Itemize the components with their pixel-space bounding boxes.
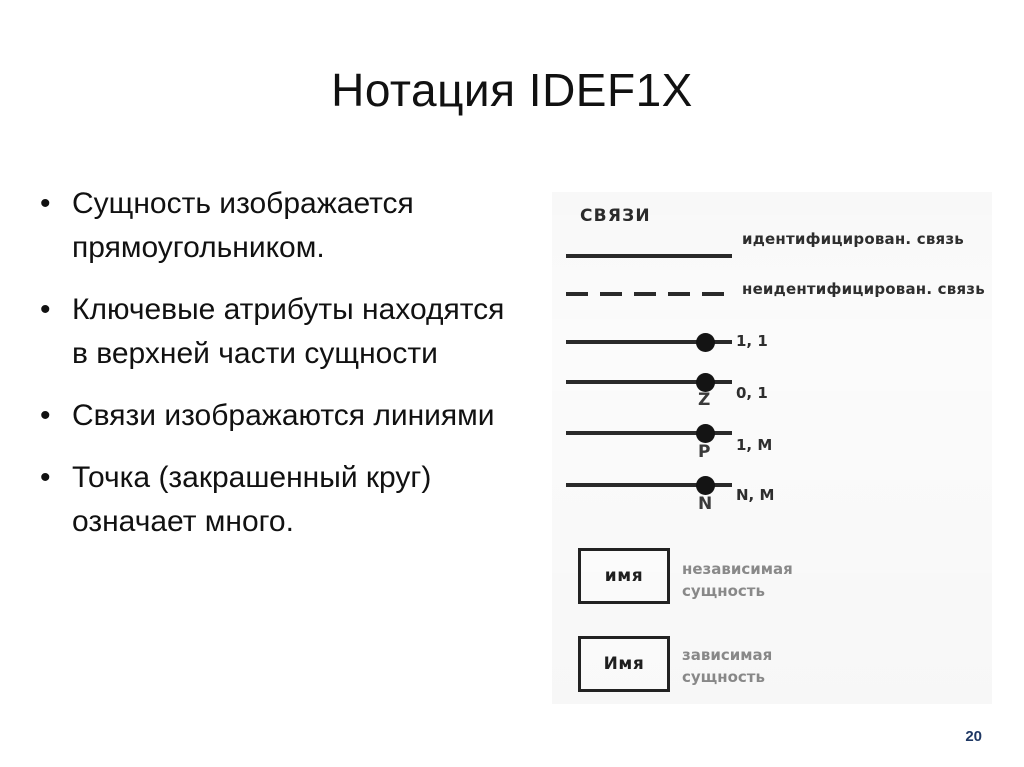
list-item: • Связи изображаются линиями xyxy=(34,394,514,438)
bullet-point-icon: • xyxy=(40,399,51,432)
identifying-relationship-line xyxy=(566,254,732,258)
independent-entity-description-line2: сущность xyxy=(682,582,765,600)
cardinality-multiplicity-zero-one: 0, 1 xyxy=(736,384,768,402)
bullet-list: • Сущность изображается прямоугольником.… xyxy=(34,182,514,562)
cardinality-dot-icon xyxy=(696,476,715,495)
cardinality-multiplicity-one-many: 1, M xyxy=(736,436,773,454)
dependent-entity-box-label: Имя xyxy=(603,654,645,674)
page-number: 20 xyxy=(965,728,982,745)
cardinality-dot-icon xyxy=(696,424,715,443)
bullet-point-icon: • xyxy=(40,187,51,220)
cardinality-symbol-one-many: P xyxy=(698,442,712,462)
cardinality-multiplicity-one-one: 1, 1 xyxy=(736,332,768,350)
list-item: • Сущность изображается прямоугольником. xyxy=(34,182,514,270)
list-item-label: Ключевые атрибуты находятся в верхней ча… xyxy=(72,293,505,370)
cardinality-symbol-zero-one: Z xyxy=(698,390,711,410)
page-title: Нотация IDEF1X xyxy=(331,64,693,116)
non-identifying-relationship-label: неидентифицирован. связь xyxy=(742,280,985,298)
list-item: • Точка (закрашенный круг) означает мног… xyxy=(34,456,514,544)
independent-entity-description-line1: независимая xyxy=(682,560,793,578)
bullet-point-icon: • xyxy=(40,461,51,494)
cardinality-line-one-many xyxy=(566,431,732,435)
dependent-entity-description: зависимая сущность xyxy=(682,644,772,688)
non-identifying-relationship-line xyxy=(566,292,732,296)
list-item: • Ключевые атрибуты находятся в верхней … xyxy=(34,288,514,376)
dependent-entity-description-line1: зависимая xyxy=(682,646,773,664)
list-item-label: Сущность изображается прямоугольником. xyxy=(72,187,414,264)
identifying-relationship-label: идентифицирован. связь xyxy=(742,230,964,248)
idef1x-notation-diagram: СВЯЗИ идентифицирован. связь неидентифиц… xyxy=(552,192,992,704)
list-item-label: Связи изображаются линиями xyxy=(72,399,495,432)
cardinality-line-zero-one xyxy=(566,380,732,384)
independent-entity-box-label: имя xyxy=(604,566,644,586)
cardinality-line-many-many xyxy=(566,483,732,487)
dependent-entity-box: Имя xyxy=(578,636,670,692)
cardinality-multiplicity-many-many: N, M xyxy=(736,486,775,504)
list-item-label: Точка (закрашенный круг) означает много. xyxy=(72,461,432,538)
cardinality-dot-icon xyxy=(696,373,715,392)
independent-entity-description: независимая сущность xyxy=(682,558,793,602)
bullet-point-icon: • xyxy=(40,293,51,326)
dependent-entity-description-line2: сущность xyxy=(682,668,765,686)
cardinality-line-one-one xyxy=(566,340,732,344)
diagram-section-heading: СВЯЗИ xyxy=(580,206,651,226)
cardinality-dot-icon xyxy=(696,333,715,352)
cardinality-symbol-many-many: N xyxy=(698,494,713,514)
independent-entity-box: имя xyxy=(578,548,670,604)
